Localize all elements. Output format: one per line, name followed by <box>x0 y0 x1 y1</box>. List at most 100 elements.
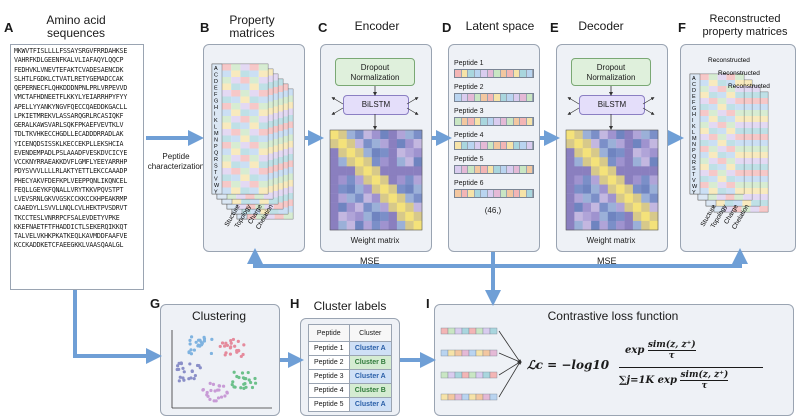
reconstructed-matrix-cell <box>726 152 736 158</box>
reconstructed-matrix-cell <box>735 152 744 158</box>
property-matrix-cell <box>231 116 241 123</box>
cluster-point <box>229 345 233 349</box>
arrow-right-icon <box>498 360 522 398</box>
dropout-normalization-label: Dropout Normalization <box>350 63 400 82</box>
reconstructed-matrix-cell <box>759 176 768 182</box>
decoder-weight-matrix-cell <box>607 166 617 176</box>
reconstructed-matrix-cell <box>726 146 736 152</box>
encoder-weight-matrix-cell <box>346 130 356 140</box>
property-matrix-cell <box>273 183 283 190</box>
reconstructed-matrix-cell <box>751 194 760 200</box>
reconstructed-matrix-cell <box>759 206 768 212</box>
decoder-weight-matrix-cell <box>574 202 583 213</box>
property-matrix-cell <box>240 135 250 142</box>
property-matrix-cell <box>222 187 232 194</box>
reconstructed-matrix-cell <box>751 122 760 128</box>
mse-label-left: MSE <box>360 256 380 266</box>
encoder-weight-matrix-cell <box>396 175 406 185</box>
decoder-weight-matrix-cell <box>582 130 592 140</box>
cluster-point <box>189 335 194 339</box>
property-matrix-cell <box>263 82 273 89</box>
property-matrix-cell <box>283 128 293 135</box>
reconstructed-matrix-cell <box>743 86 752 92</box>
encoder-weight-matrix-cell <box>363 220 373 231</box>
encoder-weight-matrix-cell <box>413 130 423 140</box>
reconstructed-matrix-cell <box>708 98 718 104</box>
property-matrix-cell <box>231 103 241 110</box>
property-matrix-cell <box>251 207 261 214</box>
cluster-point <box>233 344 237 348</box>
reconstructed-matrix-cell <box>700 86 709 92</box>
cluster-point <box>196 338 201 342</box>
cluster-point <box>239 386 243 390</box>
property-matrix-cell <box>278 110 288 117</box>
property-matrix-cell <box>283 212 293 219</box>
decoder-weight-matrix-cell <box>566 139 575 149</box>
property-matrix-cell <box>263 140 273 147</box>
property-matrix-cell <box>268 178 278 185</box>
decoder-weight-matrix-cell <box>624 220 634 231</box>
reconstructed-matrix-cell <box>717 152 727 158</box>
reconstructed-matrix-cell <box>700 134 709 140</box>
property-matrix-cell <box>250 197 260 204</box>
cluster-point <box>179 361 183 365</box>
encoder-weight-matrix-cell <box>380 139 389 149</box>
cluster-point <box>199 343 204 347</box>
property-matrix-cell <box>278 175 288 182</box>
cluster-point <box>215 388 220 392</box>
encoder-weight-matrix-cell <box>380 184 389 194</box>
dropout-normalization-label-decoder: Dropout Normalization <box>586 63 636 82</box>
property-matrix-cell <box>249 96 259 103</box>
property-matrix-cell <box>231 96 241 103</box>
cluster-point <box>211 382 216 386</box>
encoder-weight-matrix-cell <box>413 139 423 149</box>
decoder-weight-matrix-cell <box>574 175 583 185</box>
property-matrix-cell <box>249 142 259 149</box>
property-matrix-cell <box>263 179 273 186</box>
reconstructed-matrix-cell <box>708 164 718 170</box>
loss-vector-cell <box>489 393 498 401</box>
property-matrix-cell <box>263 134 273 141</box>
reconstructed-matrix-cell <box>735 110 744 116</box>
reconstructed-matrix-cell <box>751 140 760 146</box>
property-matrix-cell <box>222 77 232 84</box>
encoder-weight-matrix-cell <box>346 157 356 167</box>
panel-letter-e: E <box>550 20 559 35</box>
property-matrix-cell <box>240 77 250 84</box>
row-letter: E <box>214 86 218 92</box>
reconstructed-matrix-cell <box>726 158 736 164</box>
decoder-weight-matrix-cell <box>582 157 592 167</box>
row-letter-reconstructed: I <box>692 118 694 124</box>
arrow-icon <box>406 107 419 115</box>
reconstructed-matrix-cell <box>700 182 709 188</box>
property-matrix-cell <box>249 70 259 77</box>
sequence-line: KCCKADDKETCFAEEGKKLVAASQAALGL <box>14 241 124 250</box>
row-letter-reconstructed: P <box>692 148 696 154</box>
cluster-point <box>194 340 198 344</box>
cluster-point <box>231 337 236 342</box>
arrow-up-icon <box>493 248 748 268</box>
cluster-point <box>192 377 196 381</box>
encoder-weight-matrix-cell <box>338 130 347 140</box>
decoder-weight-matrix-cell <box>616 220 625 231</box>
formula-num-sim: sim(z, z⁺) <box>647 340 696 351</box>
panel-letter-h: H <box>290 296 300 311</box>
decoder-weight-matrix-cell <box>632 220 642 231</box>
decoder-weight-matrix-cell <box>607 130 617 140</box>
property-matrix-cell <box>222 96 232 103</box>
loss-vector-cell <box>468 371 477 379</box>
latent-vector <box>454 141 534 150</box>
loss-vector-cell <box>489 327 498 335</box>
reconstructed-matrix-cell <box>743 164 752 170</box>
row-letter: K <box>214 118 218 124</box>
encoder-weight-matrix-cell <box>346 202 356 213</box>
decoder-weight-matrix-cell <box>582 139 592 149</box>
property-matrix-cell <box>278 188 288 195</box>
reconstructed-matrix-cell <box>700 146 709 152</box>
property-matrix-cell <box>231 142 241 149</box>
row-letter: C <box>214 73 218 79</box>
reconstructed-matrix-cell <box>743 158 752 164</box>
reconstructed-matrix-cell <box>708 194 717 200</box>
property-matrix-cell <box>274 212 284 219</box>
